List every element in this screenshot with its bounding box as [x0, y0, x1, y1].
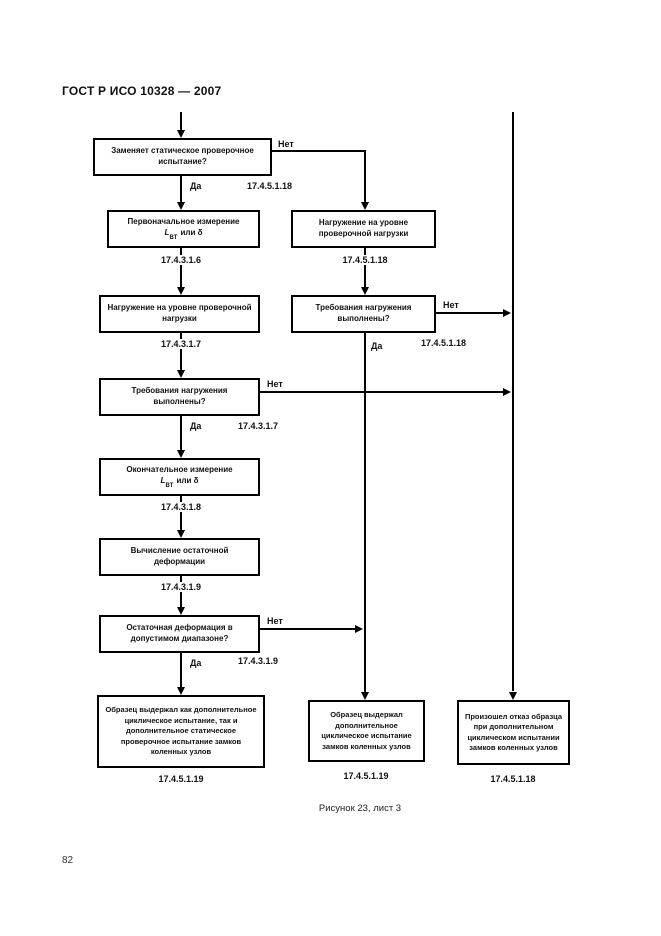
- branch-no-label: Нет: [278, 139, 294, 149]
- connector-line: [180, 248, 182, 288]
- connector-line: [180, 576, 182, 609]
- node-result-fail: Произошел отказ образца при дополнительн…: [457, 700, 570, 765]
- formula: LBTили δ: [164, 228, 203, 241]
- arrow-down-icon: [177, 607, 185, 615]
- connector-line: [260, 391, 505, 393]
- clause-ref: 17.4.5.1.19: [155, 774, 207, 784]
- connector-line: [260, 628, 355, 630]
- clause-ref: 17.4.3.1.8: [157, 502, 205, 512]
- node-loading-mid: Нагружение на уровне проверочной нагрузк…: [291, 210, 436, 248]
- branch-no-label: Нет: [443, 300, 459, 310]
- connector-line: [364, 150, 366, 202]
- branch-yes-label: Да: [190, 181, 202, 191]
- document-header: ГОСТ Р ИСО 10328 — 2007: [62, 84, 222, 98]
- formula-symbol: L: [164, 228, 170, 238]
- node-text: Первоначальное измерение LBTили δ: [128, 217, 240, 240]
- arrow-down-icon: [177, 202, 185, 210]
- branch-yes-label: Да: [371, 341, 383, 351]
- connector-line: [180, 416, 182, 452]
- node-final-measurement: Окончательное измерение LBTили δ: [99, 458, 260, 496]
- arrow-down-icon: [177, 370, 185, 378]
- branch-no-label: Нет: [267, 616, 283, 626]
- node-text: Требования нагружения выполнены?: [315, 303, 412, 323]
- node-result-pass-both: Образец выдержал как дополнительное цикл…: [97, 695, 265, 768]
- branch-yes-label: Да: [190, 658, 202, 668]
- connector-line: [180, 176, 182, 203]
- arrow-down-icon: [509, 692, 517, 700]
- node-replace-static-test: Заменяет статическое проверочное испытан…: [93, 138, 272, 176]
- connector-line: [364, 248, 366, 288]
- page-number: 82: [62, 855, 74, 866]
- connector-line: [180, 112, 182, 131]
- arrow-down-icon: [177, 530, 185, 538]
- arrow-down-icon: [361, 202, 369, 210]
- clause-ref: 17.4.3.1.6: [157, 255, 205, 265]
- formula-subscript: BT: [165, 482, 174, 489]
- connector-line: [364, 333, 366, 692]
- clause-ref: 17.4.5.1.18: [244, 181, 296, 191]
- node-text: Произошел отказ образца при дополнительн…: [464, 711, 563, 753]
- node-text: Требования нагружения выполнены?: [131, 386, 228, 406]
- figure-caption: Рисунок 23, лист 3: [318, 803, 402, 814]
- clause-ref: 17.4.5.1.19: [340, 771, 392, 781]
- connector-line: [436, 312, 505, 314]
- node-residual-range: Остаточная деформация в допустимом диапа…: [99, 615, 260, 653]
- clause-ref: 17.4.5.1.18: [418, 338, 470, 348]
- arrow-down-icon: [361, 692, 369, 700]
- arrow-right-icon: [503, 309, 511, 317]
- node-text-line: Окончательное измерение: [126, 465, 233, 475]
- formula-subscript: BT: [169, 234, 178, 241]
- node-text: Нагружение на уровне проверочной нагрузк…: [318, 218, 409, 238]
- branch-yes-label: Да: [190, 421, 202, 431]
- node-loading-left: Нагружение на уровне проверочной нагрузк…: [99, 295, 260, 333]
- arrow-down-icon: [177, 687, 185, 695]
- connector-line: [180, 496, 182, 532]
- clause-ref: 17.4.3.1.7: [235, 421, 282, 431]
- connector-line: [180, 653, 182, 689]
- formula-rest: или δ: [176, 476, 199, 486]
- node-text-line: Первоначальное измерение: [127, 217, 240, 227]
- formula-symbol: L: [160, 476, 166, 486]
- connector-line: [272, 150, 366, 152]
- node-initial-measurement: Первоначальное измерение LBTили δ: [107, 210, 260, 248]
- connector-line: [512, 112, 514, 691]
- arrow-down-icon: [177, 450, 185, 458]
- node-text: Остаточная деформация в допустимом диапа…: [126, 623, 233, 643]
- node-result-pass-cyclic: Образец выдержал дополнительное цикличес…: [308, 700, 425, 762]
- arrow-down-icon: [177, 130, 185, 138]
- node-text: Образец выдержал как дополнительное цикл…: [105, 705, 257, 757]
- formula-rest: или δ: [180, 228, 203, 238]
- node-text: Образец выдержал дополнительное цикличес…: [321, 710, 412, 751]
- clause-ref: 17.4.3.1.7: [157, 339, 205, 349]
- branch-no-label: Нет: [267, 379, 283, 389]
- clause-ref: 17.4.5.1.18: [487, 774, 539, 784]
- arrow-down-icon: [361, 287, 369, 295]
- node-requirements-mid: Требования нагружения выполнены?: [291, 295, 436, 333]
- connector-line: [180, 333, 182, 371]
- formula: LBTили δ: [160, 476, 199, 489]
- node-text: Окончательное измерение LBTили δ: [126, 465, 232, 488]
- node-residual-calc: Вычисление остаточной деформации: [99, 538, 260, 576]
- clause-ref: 17.4.3.1.9: [235, 656, 282, 666]
- clause-ref: 17.4.5.1.18: [339, 255, 391, 265]
- node-requirements-left: Требования нагружения выполнены?: [99, 378, 260, 416]
- arrow-down-icon: [177, 287, 185, 295]
- clause-ref: 17.4.3.1.9: [157, 582, 205, 592]
- node-text: Вычисление остаточной деформации: [130, 546, 229, 566]
- node-text: Нагружение на уровне проверочной нагрузк…: [107, 303, 252, 323]
- arrow-right-icon: [503, 388, 511, 396]
- node-text: Заменяет статическое проверочное испытан…: [111, 146, 254, 166]
- arrow-right-icon: [355, 625, 363, 633]
